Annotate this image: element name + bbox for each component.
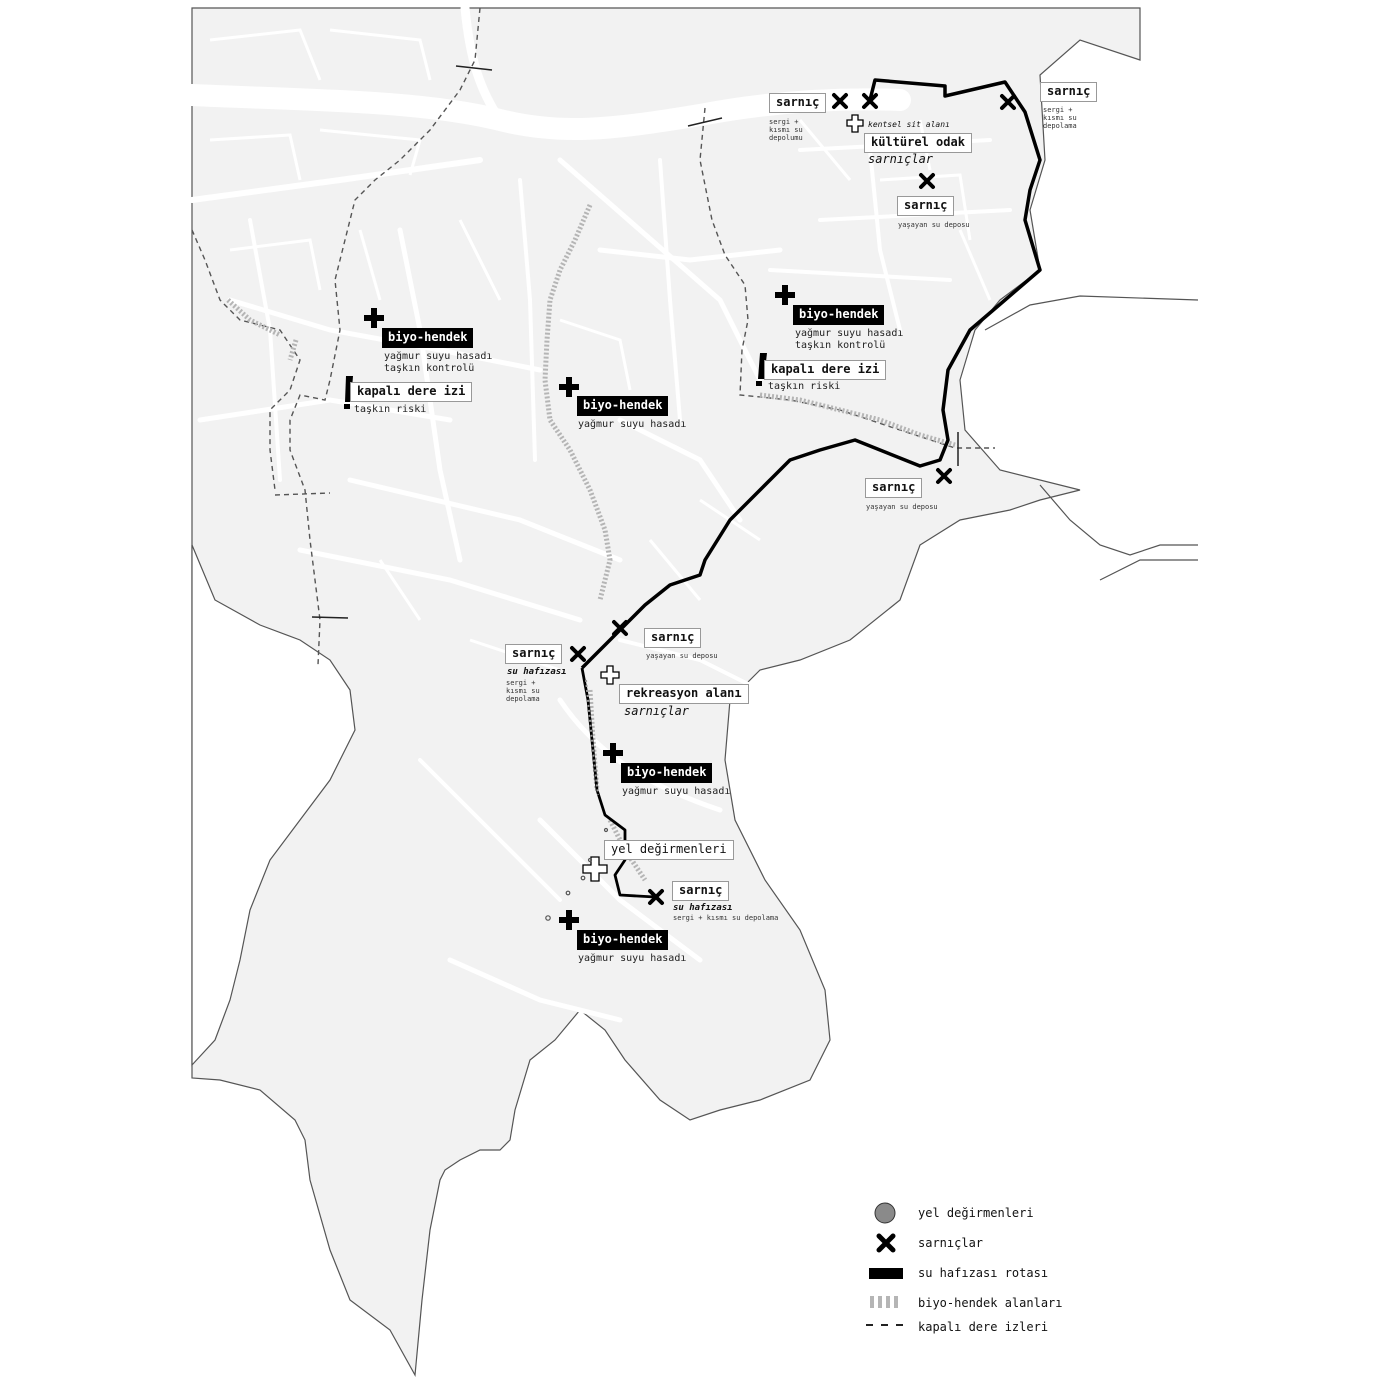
- hollow-plus-markers: [582, 114, 864, 882]
- label-yasayan-2: yaşayan su deposu: [866, 503, 938, 511]
- cistern-x-icon-6: [612, 620, 628, 636]
- legend-route-icon: [869, 1268, 903, 1279]
- legend-label: biyo-hendek alanları: [918, 1296, 1063, 1310]
- label-biyo-hendek-5: biyo-hendek: [577, 930, 669, 950]
- legend-windmill-icon: [874, 1202, 896, 1224]
- legend-symbols: [866, 1202, 903, 1326]
- label-yagmur-4: yağmur suyu hasadı: [622, 786, 731, 797]
- label-su-hafizasi-1: su hafızası: [507, 667, 567, 677]
- label-taskin-kontrol-2: taşkın kontrolü: [384, 363, 475, 374]
- cistern-x-icon-2: [862, 93, 878, 109]
- label-sarnic-6: sarnıç: [505, 644, 563, 664]
- label-sarnic-2: sarnıç: [1040, 82, 1098, 102]
- label-yagmur-2: yağmur suyu hasadı: [384, 351, 493, 362]
- label-yagmur-1: yağmur suyu hasadı: [795, 328, 904, 339]
- stream-crossings: [311, 65, 959, 619]
- label-biyo-hendek-1: biyo-hendek: [793, 305, 885, 325]
- label-taskin-kontrol-1: taşkın kontrolü: [795, 340, 886, 351]
- label-sarnic-3: sarnıç: [897, 196, 955, 216]
- label-yel-degirmenleri: yel değirmenleri: [604, 840, 734, 860]
- plus-icon-3: [775, 285, 795, 305]
- label-sergi-3: sergi + kısmı su depolama: [506, 679, 540, 704]
- label-taskin-riski-1: taşkın riski: [768, 381, 841, 392]
- legend-stream-icon: [866, 1324, 903, 1326]
- legend-item-cisterns: sarnıçlar: [868, 1234, 1108, 1258]
- label-kapali-dere-1: kapalı dere izi: [764, 360, 887, 380]
- label-biyo-hendek-2: biyo-hendek: [382, 328, 474, 348]
- pier-line-2: [1099, 559, 1198, 581]
- label-kentsel-sit: kentsel sit alanı: [868, 120, 950, 129]
- label-sarnic-7: sarnıç: [672, 881, 730, 901]
- legend-cistern-icon: [876, 1233, 896, 1253]
- label-sergi-1: sergi + kısmı su depolumu: [769, 118, 803, 143]
- legend-label: kapalı dere izleri: [918, 1320, 1049, 1334]
- label-biyo-hendek-3: biyo-hendek: [577, 396, 669, 416]
- hollow-plus-icon-2: [600, 665, 620, 685]
- cistern-x-icon-7: [570, 646, 586, 662]
- label-sergi-4: sergi + kısmı su depolama: [673, 914, 779, 922]
- label-sarnic-1: sarnıç: [769, 93, 827, 113]
- label-yasayan-3: yaşayan su deposu: [646, 652, 718, 660]
- route-dotted-overlay: [585, 679, 599, 796]
- label-sarniclar-2: sarnıçlar: [624, 704, 690, 718]
- label-yagmur-5: yağmur suyu hasadı: [578, 953, 687, 964]
- label-yasayan-1: yaşayan su deposu: [898, 221, 970, 229]
- label-yagmur-3: yağmur suyu hasadı: [578, 419, 687, 430]
- legend-label: yel değirmenleri: [918, 1206, 1034, 1220]
- label-biyo-hendek-4: biyo-hendek: [621, 763, 713, 783]
- plus-icon-4: [603, 743, 623, 763]
- cistern-x-icon-5: [936, 468, 952, 484]
- cistern-x-icon-3: [1000, 94, 1016, 110]
- cistern-x-icon-8: [648, 889, 664, 905]
- hollow-plus-icon-3: [582, 856, 608, 882]
- label-taskin-riski-2: taşkın riski: [354, 404, 427, 415]
- label-kulturel-odak: kültürel odak: [864, 133, 972, 153]
- cistern-x-icon-4: [919, 173, 935, 189]
- windmill-markers: [545, 827, 615, 921]
- plus-markers: [364, 285, 795, 930]
- legend-item-bioswale: biyo-hendek alanları: [868, 1294, 1108, 1318]
- hollow-plus-icon-1: [846, 114, 864, 133]
- cistern-x-icon-1: [832, 93, 848, 109]
- legend-item-route: su hafızası rotası: [868, 1264, 1108, 1288]
- legend-item-streams: kapalı dere izleri: [868, 1318, 1108, 1342]
- label-sarnic-5: sarnıç: [644, 628, 702, 648]
- plus-icon-2: [559, 377, 579, 397]
- label-sarnic-4: sarnıç: [865, 478, 923, 498]
- pier-line: [1039, 484, 1198, 556]
- plus-icon-5: [559, 910, 579, 930]
- coast-line-right: [984, 295, 1199, 331]
- cistern-markers: [570, 93, 1016, 905]
- legend-label: su hafızası rotası: [918, 1266, 1049, 1280]
- label-sarniclar-1: sarnıçlar: [868, 152, 934, 166]
- legend-item-windmills: yel değirmenleri: [868, 1204, 1108, 1228]
- label-rekreasyon: rekreasyon alanı: [619, 684, 749, 704]
- water-memory-route: [580, 78, 1042, 670]
- bay-water: [191, 544, 356, 1067]
- plus-icon-1: [364, 308, 384, 328]
- label-sergi-2: sergi + kısmı su depolama: [1043, 106, 1077, 131]
- legend-bioswale-icon: [870, 1296, 898, 1308]
- label-kapali-dere-2: kapalı dere izi: [350, 382, 473, 402]
- legend-label: sarnıçlar: [918, 1236, 984, 1250]
- label-su-hafizasi-2: su hafızası: [673, 903, 733, 913]
